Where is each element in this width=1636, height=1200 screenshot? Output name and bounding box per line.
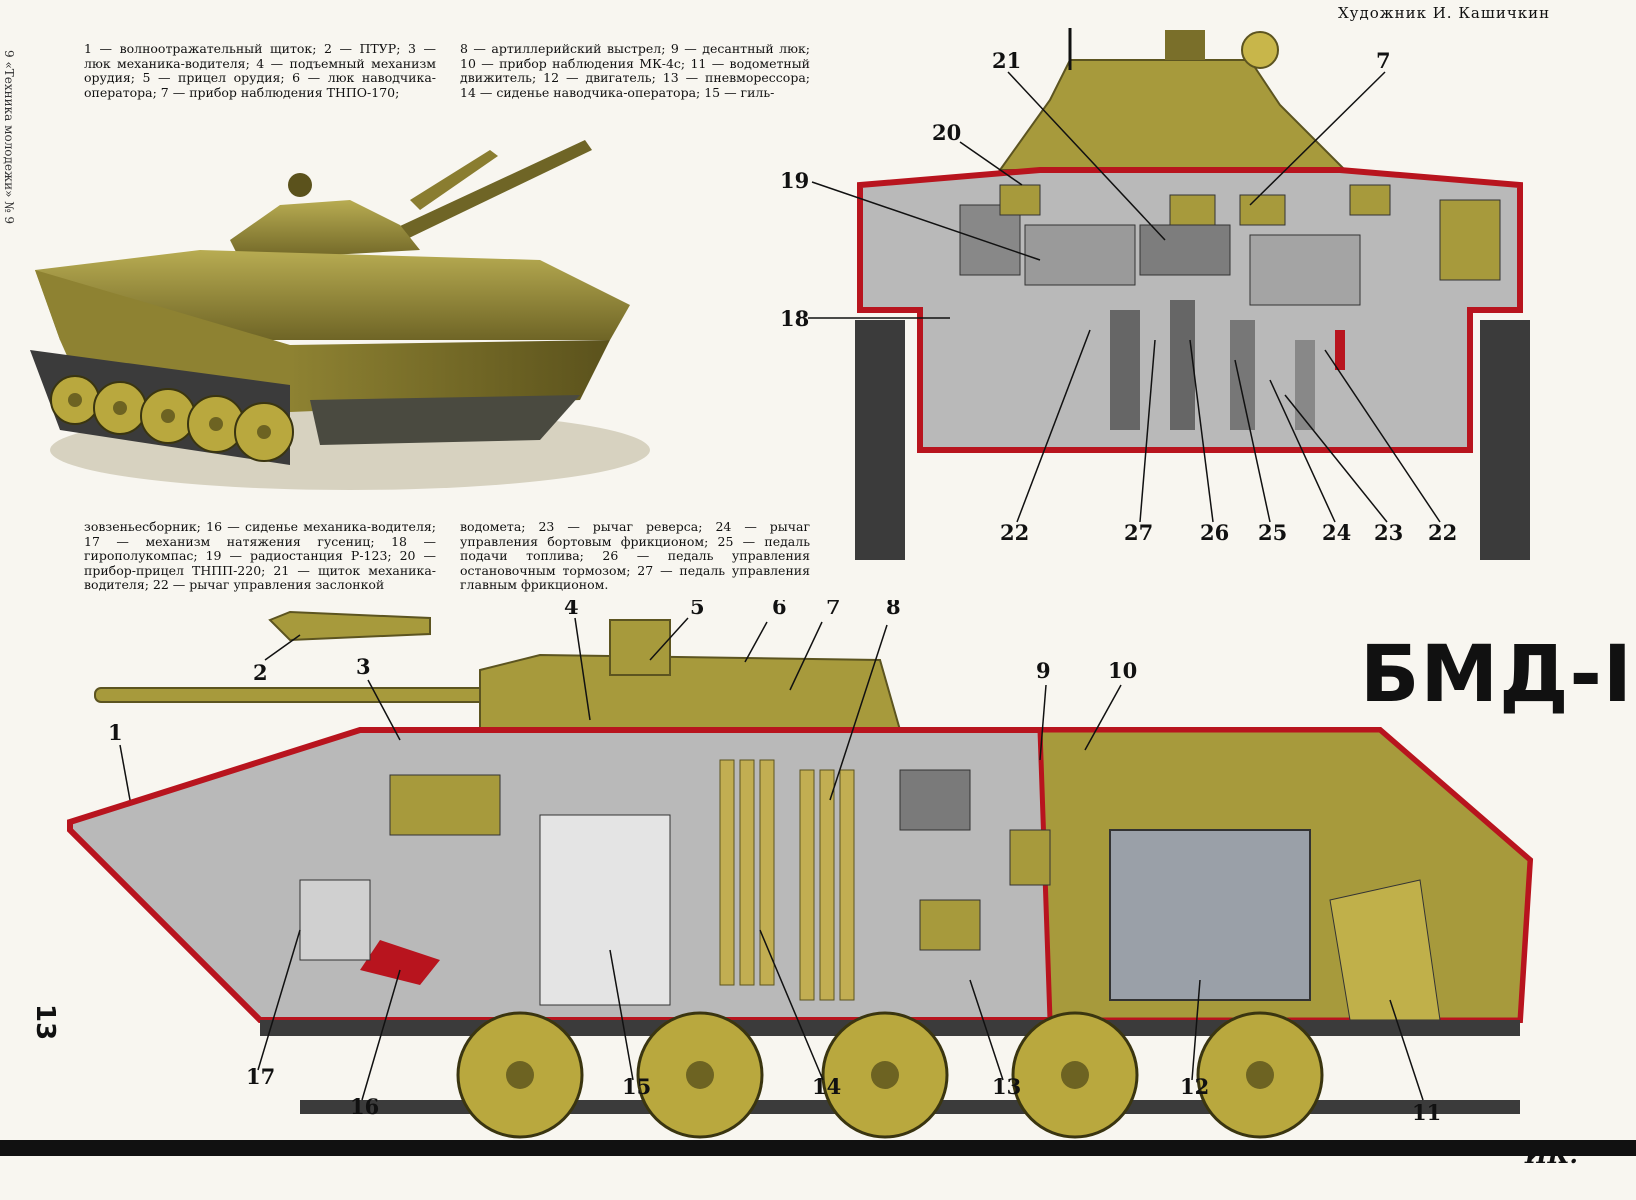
front-callout-26: 26 <box>1200 520 1229 545</box>
front-callout-18: 18 <box>780 306 809 331</box>
side-callout-13: 13 <box>992 1074 1021 1099</box>
front-callout-21: 21 <box>992 48 1021 73</box>
side-cutaway: 1 2 3 4 5 6 7 8 9 10 11 12 13 14 15 16 1… <box>0 600 1636 1156</box>
side-interior-equipment <box>299 759 1051 1006</box>
side-callout-7: 7 <box>826 600 841 619</box>
front-callout-22a: 22 <box>1000 520 1029 545</box>
front-callout-22b: 22 <box>1428 520 1457 545</box>
atgm-missile <box>268 610 431 642</box>
side-callout-5: 5 <box>690 600 705 619</box>
front-track-right <box>1480 320 1530 560</box>
side-main-gun <box>94 687 496 703</box>
turret <box>230 200 420 260</box>
front-callout-19: 19 <box>780 168 809 193</box>
side-callout-12: 12 <box>1180 1074 1209 1099</box>
periscope-dome <box>1241 31 1279 69</box>
front-callout-7: 7 <box>1376 48 1391 73</box>
legend-col1-top: 1 — волноотражательный щиток; 2 — ПТУР; … <box>84 41 436 100</box>
bottom-rule <box>0 1140 1636 1156</box>
hull-front <box>290 340 610 412</box>
front-callout-25: 25 <box>1258 520 1287 545</box>
legend-col1-bottom: зовзеньесборник; 16 — сиденье механика-в… <box>84 519 436 592</box>
artist-credit: Художник И. Кашичкин <box>1338 4 1551 22</box>
side-callout-15: 15 <box>622 1074 651 1099</box>
side-callout-2: 2 <box>253 660 268 685</box>
side-callout-6: 6 <box>772 600 787 619</box>
legend-col2-top: 8 — артиллерийский выстрел; 9 — десантны… <box>460 41 810 100</box>
front-callout-20: 20 <box>932 120 961 145</box>
legend-col2-bottom: водомета; 23 — рычаг реверса; 24 — рычаг… <box>460 519 810 592</box>
front-turret <box>998 59 1348 171</box>
atgm-launcher <box>410 150 498 210</box>
side-callout-9: 9 <box>1036 658 1051 683</box>
front-callout-23: 23 <box>1374 520 1403 545</box>
commander-cupola <box>288 173 312 197</box>
vehicle-photo <box>30 140 650 490</box>
front-callout-24: 24 <box>1322 520 1351 545</box>
main-gun-barrel <box>370 140 592 252</box>
side-callout-14: 14 <box>812 1074 841 1099</box>
side-callout-10: 10 <box>1108 658 1137 683</box>
gunner-sight <box>609 619 671 676</box>
front-cross-section: 21 7 20 19 18 22 27 26 25 24 23 22 <box>780 28 1530 560</box>
front-callout-27: 27 <box>1124 520 1153 545</box>
side-turret <box>479 653 902 731</box>
side-callout-3: 3 <box>356 654 371 679</box>
side-callout-4: 4 <box>564 600 579 619</box>
front-interior-equipment <box>959 184 1501 430</box>
page-title: БМД-I <box>1360 630 1633 720</box>
side-callout-17: 17 <box>246 1064 275 1089</box>
side-callout-1: 1 <box>108 720 123 745</box>
front-track-left <box>855 320 905 560</box>
water-jet <box>1329 879 1441 1021</box>
side-callout-11: 11 <box>1412 1100 1441 1125</box>
side-caption: 9 «Техника молодежи» № 9 <box>2 50 16 225</box>
side-callout-8: 8 <box>886 600 901 619</box>
engine <box>1109 829 1311 1001</box>
side-callout-16: 16 <box>350 1094 379 1119</box>
